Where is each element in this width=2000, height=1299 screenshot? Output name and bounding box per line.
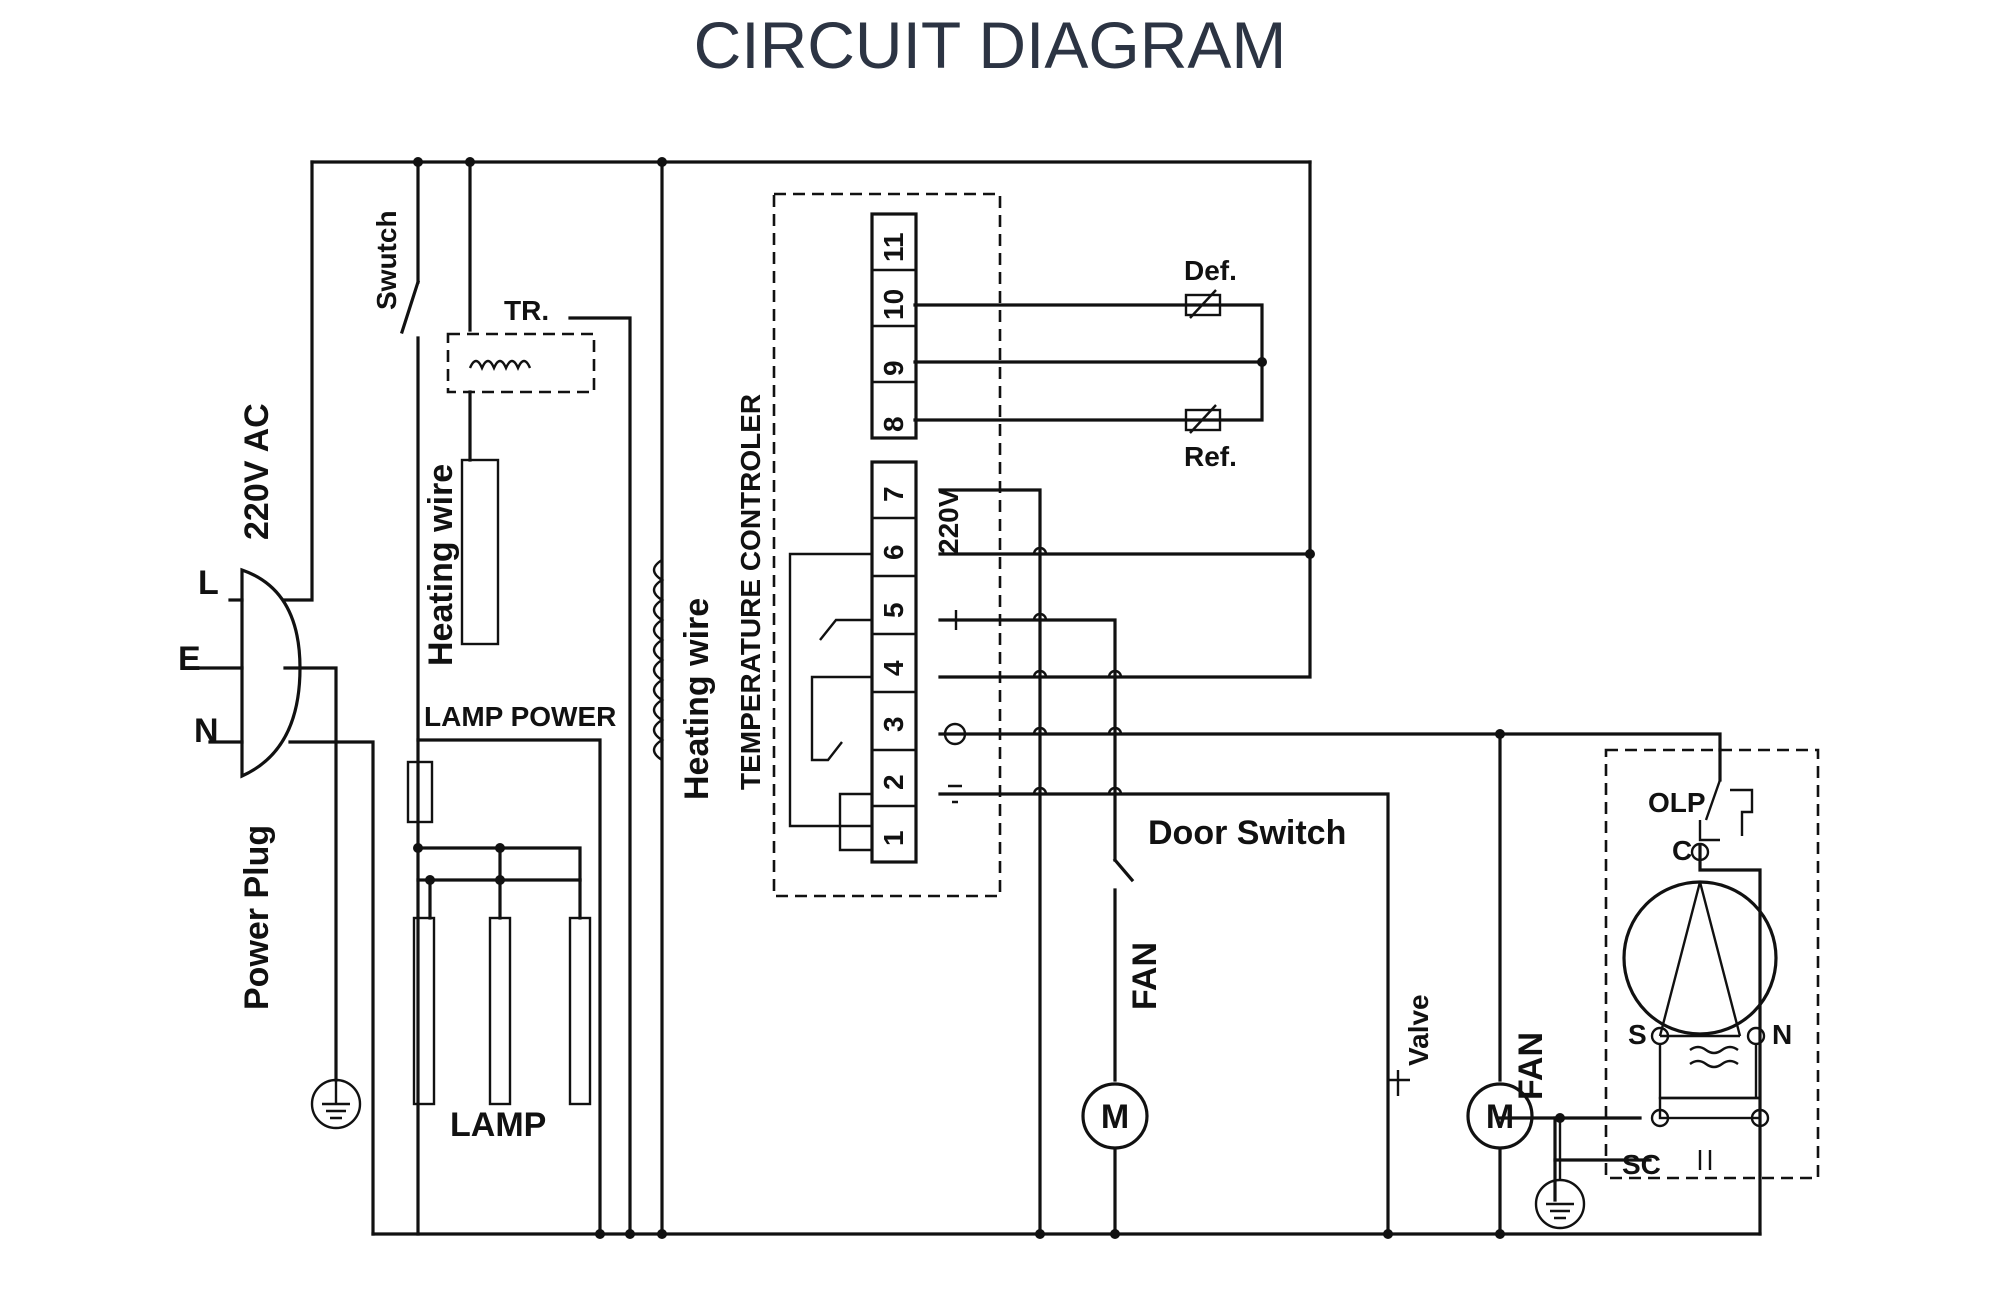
controller-label: TEMPERATURE CONTROLER: [735, 394, 766, 790]
terminal-3: 3: [878, 716, 909, 732]
lamp-label: LAMP: [450, 1106, 546, 1144]
def-label: Def.: [1184, 255, 1237, 286]
plug-n-label: N: [194, 712, 219, 750]
terminal-numbers: 1 2 3 4 5 6 7 8 9 10 11: [878, 232, 909, 846]
lamp-power-label: LAMP POWER: [424, 701, 616, 732]
ref-label: Ref.: [1184, 441, 1237, 472]
s-label: S: [1628, 1019, 1647, 1050]
terminal-1: 1: [878, 830, 909, 846]
terminal-5: 5: [878, 602, 909, 618]
lamps: LAMP: [406, 760, 592, 1144]
fan-motor-right: M FAN: [1466, 1032, 1550, 1150]
terminal-7: 7: [878, 486, 909, 502]
fan-left-motor-icon: M: [1101, 1098, 1129, 1136]
fan-right-motor-icon: M: [1486, 1098, 1514, 1136]
olp-label: OLP: [1648, 787, 1706, 818]
n-label: N: [1772, 1019, 1792, 1050]
compressor: OLP C S N SC: [1604, 748, 1820, 1180]
valve-label: Valve: [1403, 994, 1434, 1066]
transformer-label: TR.: [504, 295, 549, 326]
fan-right-label: FAN: [1512, 1032, 1550, 1100]
power-plug: L E N Power Plug 220V AC: [178, 403, 302, 1010]
switch-label: Swutch: [371, 210, 402, 310]
terminal-10: 10: [878, 289, 909, 320]
transformer: TR.: [446, 295, 596, 646]
def-ref-sensors: Def. Ref.: [1184, 255, 1237, 472]
door-switch-label: Door Switch: [1148, 814, 1346, 852]
diagram-title: CIRCUIT DIAGRAM: [694, 8, 1287, 82]
heating-wire-coil: Heating wire: [652, 558, 716, 800]
heating-wire-left-label: Heating wire: [422, 464, 460, 666]
temperature-controller: TEMPERATURE CONTROLER 1 2 3 4 5 6 7 8 9 …: [735, 192, 1002, 898]
heating-wire-mid-label: Heating wire: [678, 598, 716, 800]
c-label: C: [1672, 835, 1692, 866]
fan-motor-left: M FAN: [1081, 942, 1164, 1150]
terminal-8: 8: [878, 416, 909, 432]
terminal-2: 2: [878, 774, 909, 790]
sc-label: SC: [1622, 1149, 1661, 1180]
terminal-6: 6: [878, 544, 909, 560]
fan-left-label: FAN: [1126, 942, 1164, 1010]
valve: Valve: [1388, 994, 1434, 1096]
plug-e-label: E: [178, 640, 201, 678]
supply-label: 220V AC: [238, 403, 276, 540]
terminal-11: 11: [878, 232, 909, 262]
power-plug-label: Power Plug: [238, 825, 276, 1010]
ground-icon: [310, 1078, 362, 1130]
v220-label: 220V: [933, 488, 964, 554]
junction-dots: [413, 157, 1565, 1239]
plug-l-label: L: [198, 564, 219, 602]
terminal-9: 9: [878, 360, 909, 376]
ground-icon-compressor: [1534, 1118, 1586, 1230]
terminal-4: 4: [878, 660, 909, 676]
